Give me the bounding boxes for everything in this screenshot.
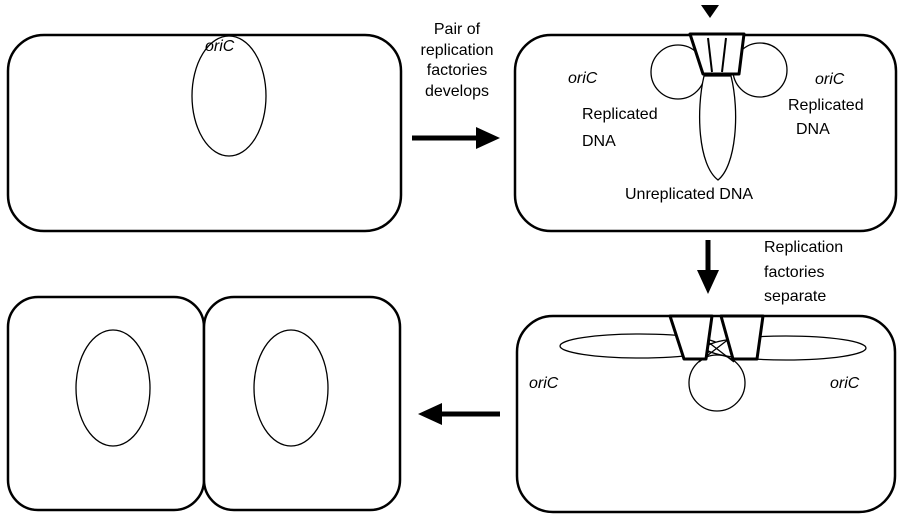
replicated-dna-label-right: Replicated [788,97,864,114]
chromosome-right [253,329,329,447]
unreplicated-dna-loop [698,75,737,181]
caption-line: separate [764,288,826,305]
arrow-separate: Replication factories separate [697,239,843,305]
factory-divider [707,37,713,73]
replicated-dna-label-left: DNA [582,133,616,150]
arrow-head [418,403,442,425]
oric-label: oriC [205,38,235,55]
factory-divider [721,37,727,73]
caption-line: Replication [764,239,843,256]
stage1-cell: oriC [6,33,403,233]
replication-factory-right [719,314,765,361]
chromosome [191,35,267,157]
chromosome-left [75,329,151,447]
caption-line: replication [421,42,494,59]
oric-label-right: oriC [830,375,860,392]
stage2-cell: oriC oriC Replicated DNA Replicated DNA … [513,5,898,233]
caption-line: Pair of [434,21,481,38]
arrow-head [476,127,500,149]
oric-label-left: oriC [529,375,559,392]
replicated-dna-label-right: DNA [796,121,830,138]
oric-label-left: oriC [568,70,598,87]
replication-factory-left [668,314,714,361]
oric-label-right: oriC [815,71,845,88]
caption-line: factories [427,62,487,79]
stage4-daughter-cells [6,295,402,512]
unreplicated-dna-loop [688,354,746,412]
arrow-divide [418,403,500,425]
replication-factory-pair [688,32,746,76]
caption-line: develops [425,83,489,100]
arrow-develops: Pair of replication factories develops [412,21,500,149]
caption-line: factories [764,264,824,281]
position-marker-icon [701,5,719,18]
unreplicated-dna-label: Unreplicated DNA [625,186,753,203]
replicated-dna-label-left: Replicated [582,106,658,123]
stage3-cell: oriC oriC [515,314,897,514]
arrow-head [697,270,719,294]
